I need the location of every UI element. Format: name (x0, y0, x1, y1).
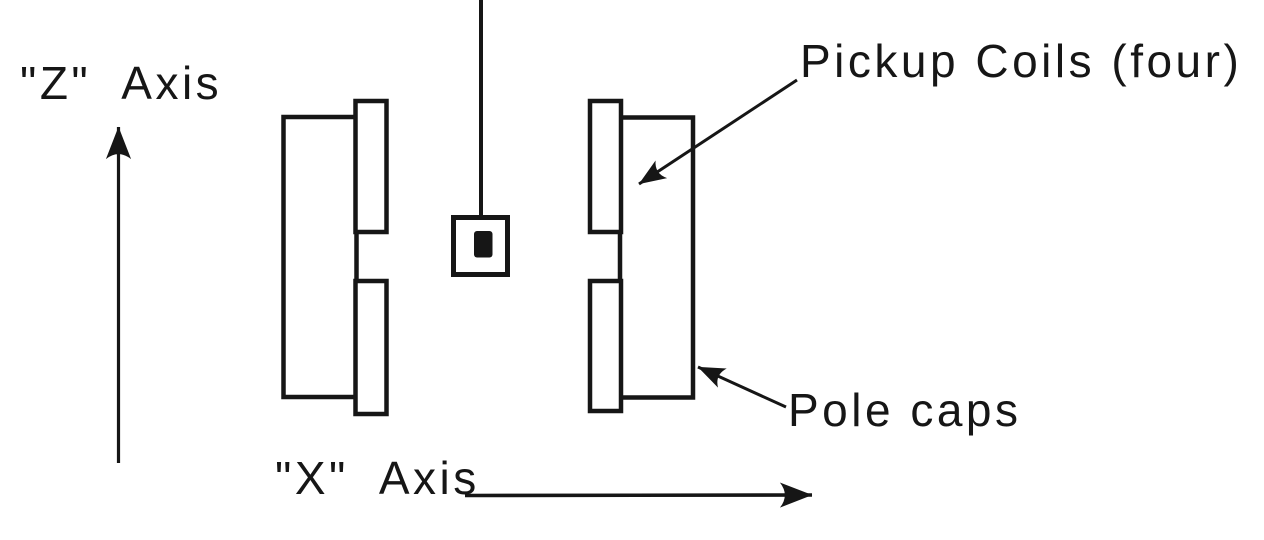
pickup-coil-upper-right (587, 98, 624, 235)
pole-caps-pointer-arrow (697, 365, 787, 409)
pickup-coils-label: Pickup Coils (four) (800, 35, 1243, 87)
z-axis-label: "Z" Axis (20, 57, 223, 109)
sample (474, 231, 493, 258)
x-axis-arrow (464, 482, 813, 508)
right-pole-cap (617, 115, 696, 400)
pickup-coils-pointer-arrow (638, 78, 798, 186)
pole-caps-label: Pole caps (788, 384, 1022, 436)
x-axis-label: "X" Axis (275, 452, 480, 504)
left-pole-cap (281, 114, 359, 400)
pickup-coil-lower-right (587, 278, 624, 414)
pickup-coil-upper-left (353, 98, 389, 235)
pickup-coil-lower-left (353, 278, 389, 417)
